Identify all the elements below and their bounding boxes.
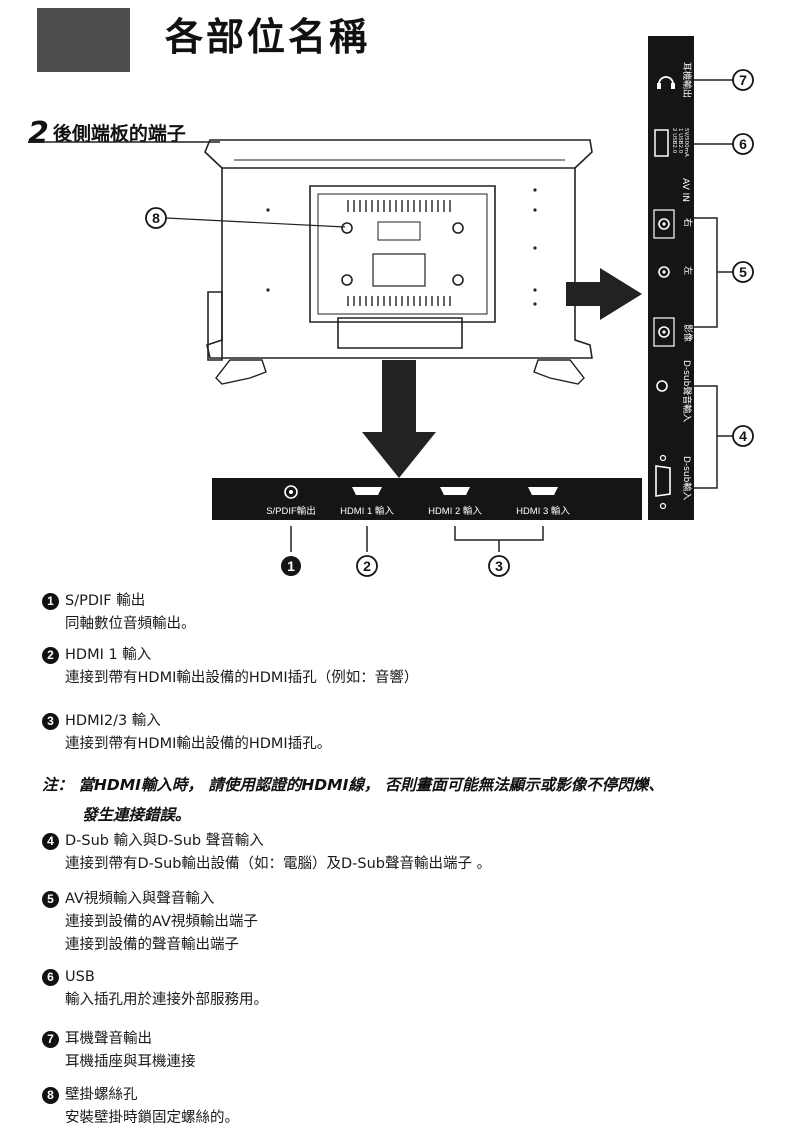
header-gray-block (37, 8, 130, 72)
description-item-6: 6 USB 輸入插孔用於連接外部服務用。 (42, 966, 268, 1012)
dsub-audio-label: D-sub聲音輸入 (681, 360, 693, 422)
number-badge: 1 (42, 593, 59, 610)
down-arrow-icon (362, 360, 436, 478)
hdmi-note: 注： 當HDMI輸入時， 請使用認證的HDMI線， 否則畫面可能無法顯示或影像不… (42, 770, 792, 830)
callout-5: 5 (739, 264, 747, 280)
item-title: D-Sub 輸入與D-Sub 聲音輸入 (65, 833, 264, 849)
callout-4: 4 (739, 428, 747, 444)
av-left-label: 左 (682, 266, 694, 275)
right-arrow-icon (566, 268, 642, 320)
port-label-hdmi1: HDMI 1 輸入 (340, 505, 394, 517)
section-title: 後側端板的端子 (52, 123, 186, 145)
item-detail: 連接到設備的AV視頻輸出端子 (65, 914, 258, 930)
usb-label-1: 2 USB2.0 (671, 128, 677, 154)
note-line-1: 注： 當HDMI輸入時， 請使用認證的HDMI線， 否則畫面可能無法顯示或影像不… (42, 776, 664, 794)
usb-label-2: 1 USB2.0 (677, 128, 683, 154)
description-item-7: 7 耳機聲音輸出 耳機插座與耳機連接 (42, 1028, 196, 1074)
item-title: HDMI2/3 輸入 (65, 713, 161, 729)
tv-back-illustration (204, 139, 593, 385)
callout-3: 3 (495, 558, 503, 574)
headphone-icon (658, 76, 674, 85)
item-detail: 連接到帶有HDMI輸出設備的HDMI插孔。 (65, 736, 332, 752)
number-badge: 2 (42, 647, 59, 664)
port-label-hdmi2: HDMI 2 輸入 (428, 505, 482, 517)
item-detail: 安裝壁掛時鎖固定螺絲的。 (65, 1110, 239, 1126)
item-title: 耳機聲音輸出 (65, 1031, 152, 1047)
callout-8: 8 (152, 210, 160, 226)
description-item-4: 4 D-Sub 輸入與D-Sub 聲音輸入 連接到帶有D-Sub輸出設備（如：電腦… (42, 830, 491, 876)
description-item-3: 3 HDMI2/3 輸入 連接到帶有HDMI輸出設備的HDMI插孔。 (42, 710, 331, 756)
page-title: 各部位名稱 (165, 15, 371, 59)
av-video-jack-icon (658, 326, 670, 338)
number-badge: 3 (42, 713, 59, 730)
usb-port-icon (654, 129, 669, 157)
callout-1: 1 (287, 558, 295, 574)
hdmi1-port-icon (352, 487, 382, 495)
callout-7: 7 (739, 72, 747, 88)
item-detail: 連接到帶有HDMI輸出設備的HDMI插孔（例如：音響） (65, 670, 419, 686)
item-detail: 輸入插孔用於連接外部服務用。 (65, 992, 268, 1008)
av-left-jack-icon (658, 266, 670, 278)
number-badge: 4 (42, 833, 59, 850)
item-title: AV視頻輸入與聲音輸入 (65, 891, 215, 907)
item-detail: 同軸數位音頻輸出。 (65, 616, 196, 632)
callout-2: 2 (363, 558, 371, 574)
number-badge: 6 (42, 969, 59, 986)
item-title: S/PDIF 輸出 (65, 593, 146, 609)
callout-6: 6 (739, 136, 747, 152)
dsub-input-label: D-sub輸入 (681, 456, 693, 500)
hdmi3-port-icon (528, 487, 558, 495)
item-title: HDMI 1 輸入 (65, 647, 152, 663)
usb-label-3: 5V/500mA (683, 128, 689, 157)
number-badge: 7 (42, 1031, 59, 1048)
description-item-8: 8 壁掛螺絲孔 安裝壁掛時鎖固定螺絲的。 (42, 1084, 239, 1130)
bottom-port-panel (212, 478, 642, 520)
description-item-1: 1 S/PDIF 輸出 同軸數位音頻輸出。 (42, 590, 196, 636)
item-detail: 耳機插座與耳機連接 (65, 1054, 196, 1070)
item-detail: 連接到設備的聲音輸出端子 (65, 937, 239, 953)
number-badge: 5 (42, 891, 59, 908)
item-title: USB (65, 969, 95, 985)
hdmi2-port-icon (440, 487, 470, 495)
dsub-audio-jack-icon (656, 380, 668, 392)
port-label-spdif: S/PDIF輸出 (266, 505, 316, 517)
headphone-label: 耳機輸出 (681, 62, 693, 98)
description-item-2: 2 HDMI 1 輸入 連接到帶有HDMI輸出設備的HDMI插孔（例如：音響） (42, 644, 418, 690)
number-badge: 8 (42, 1087, 59, 1104)
av-video-label: 影像 (682, 324, 694, 342)
note-line-2: 發生連接錯誤。 (82, 806, 191, 824)
av-right-label: 右 (682, 218, 694, 227)
item-detail: 連接到帶有D-Sub輸出設備（如：電腦）及D-Sub聲音輸出端子 。 (65, 856, 492, 872)
dsub-port-icon (655, 465, 671, 497)
port-label-hdmi3: HDMI 3 輸入 (516, 505, 570, 517)
item-title: 壁掛螺絲孔 (65, 1087, 138, 1103)
av-right-jack-icon (658, 218, 670, 230)
av-in-label: AV IN (680, 178, 690, 202)
spdif-jack-icon (284, 485, 298, 499)
description-item-5: 5 AV視頻輸入與聲音輸入 連接到設備的AV視頻輸出端子 連接到設備的聲音輸出端子 (42, 888, 258, 957)
rear-panel-diagram: S/PDIF輸出 HDMI 1 輸入 HDMI 2 輸入 HDMI 3 輸入 耳… (28, 36, 754, 577)
side-port-panel (648, 36, 694, 520)
